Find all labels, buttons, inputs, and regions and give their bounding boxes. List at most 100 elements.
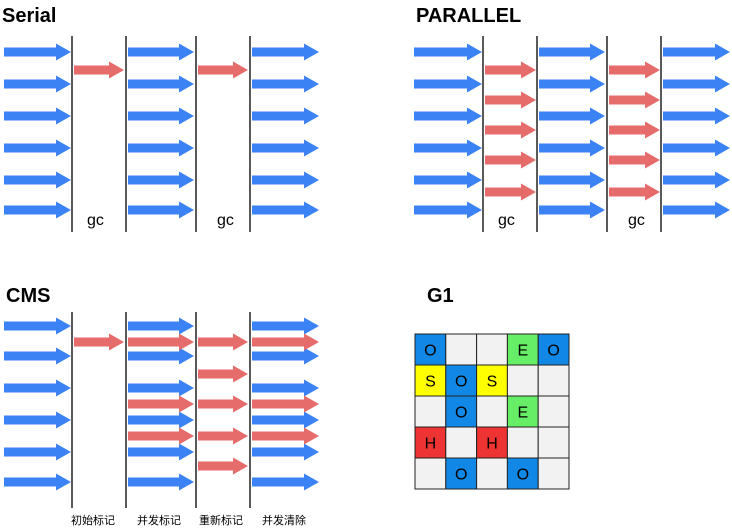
serial-app-thread-arrow-2-4	[128, 139, 194, 157]
g1-region-label-3-2: O	[455, 405, 467, 422]
cms-phase-initial-mark: 初始标记	[71, 513, 115, 527]
g1-region-3-2	[445, 395, 478, 428]
parallel-app-thread-arrow-2-6	[539, 201, 605, 219]
cms-gc-arrow-concurrent-mark-1	[128, 333, 194, 351]
g1-region-label-3-4: E	[517, 405, 528, 422]
serial-app-thread-arrow-1-4	[4, 139, 71, 157]
g1-region-1-1	[414, 333, 447, 366]
g1-region-5-2	[445, 457, 478, 490]
cms-panel	[4, 312, 319, 508]
serial-app-thread-arrow-1-6	[4, 201, 71, 219]
cms-app-arrow-concurrent-mark-2	[128, 347, 194, 365]
cms-app-arrow-before-6	[4, 473, 71, 491]
parallel-app-thread-arrow-2-4	[539, 139, 605, 157]
cms-app-arrow-concurrent-mark-4	[128, 411, 194, 429]
cms-app-arrow-before-2	[4, 347, 71, 365]
g1-region-label-5-2: O	[455, 467, 467, 484]
g1-region-2-4	[506, 364, 539, 397]
cms-gc-arrow-remark-5	[198, 457, 248, 475]
cms-gc-arrow-remark-2	[198, 365, 248, 383]
g1-region-label-4-1: H	[425, 436, 437, 453]
serial-app-thread-arrow-3-3	[252, 107, 319, 125]
serial-app-thread-arrow-2-3	[128, 107, 194, 125]
cms-app-arrow-concurrent-mark-6	[128, 473, 194, 491]
serial-gc-label-2: gc	[217, 212, 234, 229]
parallel-gc-thread-arrow-2-1	[609, 61, 660, 79]
parallel-app-thread-arrow-3-1	[663, 43, 730, 61]
g1-region-1-4	[506, 333, 539, 366]
serial-app-thread-arrow-3-5	[252, 171, 319, 189]
parallel-app-thread-arrow-1-5	[414, 171, 482, 189]
g1-region-1-2	[445, 333, 478, 366]
cms-app-arrow-concurrent-mark-3	[128, 379, 194, 397]
serial-gc-thread-arrow-2	[198, 61, 248, 79]
g1-region-3-3	[476, 395, 508, 428]
cms-app-arrow-concurrent-sweep-1	[252, 317, 319, 335]
parallel-gc-thread-arrow-1-3	[485, 121, 536, 139]
g1-region-label-2-3: S	[487, 374, 498, 391]
cms-app-arrow-concurrent-mark-1	[128, 317, 194, 335]
parallel-app-thread-arrow-1-1	[414, 43, 482, 61]
cms-gc-arrow-concurrent-mark-2	[128, 395, 194, 413]
g1-region-2-1	[414, 364, 447, 397]
cms-app-arrow-concurrent-sweep-3	[252, 379, 319, 397]
parallel-panel	[414, 36, 730, 232]
g1-region-label-1-4: E	[517, 343, 528, 360]
g1-region-label-2-1: S	[425, 374, 436, 391]
serial-app-thread-arrow-3-6	[252, 201, 319, 219]
serial-gc-label-1: gc	[87, 212, 104, 229]
parallel-title: PARALLEL	[416, 5, 521, 27]
cms-app-arrow-concurrent-sweep-5	[252, 443, 319, 461]
parallel-app-thread-arrow-2-5	[539, 171, 605, 189]
serial-panel	[4, 36, 319, 232]
cms-title: CMS	[6, 285, 50, 307]
g1-region-4-5	[537, 426, 570, 459]
cms-app-arrow-concurrent-sweep-2	[252, 347, 319, 365]
cms-app-arrow-concurrent-sweep-4	[252, 411, 319, 429]
parallel-app-thread-arrow-3-2	[663, 75, 730, 93]
parallel-gc-thread-arrow-1-4	[485, 151, 536, 169]
parallel-app-thread-arrow-1-3	[414, 107, 482, 125]
cms-app-arrow-before-3	[4, 379, 71, 397]
serial-app-thread-arrow-2-6	[128, 201, 194, 219]
parallel-app-thread-arrow-2-2	[539, 75, 605, 93]
g1-region-3-1	[414, 395, 447, 428]
parallel-app-thread-arrow-2-1	[539, 43, 605, 61]
serial-gc-thread-arrow-1	[74, 61, 124, 79]
parallel-gc-label-1: gc	[498, 212, 515, 229]
g1-region-label-2-2: O	[455, 374, 467, 391]
cms-gc-arrow-concurrent-mark-3	[128, 427, 194, 445]
g1-region-label-1-5: O	[547, 343, 559, 360]
parallel-gc-thread-arrow-2-5	[609, 183, 660, 201]
g1-region-label-5-4: O	[517, 467, 529, 484]
cms-gc-arrow-initial-mark	[74, 333, 124, 351]
parallel-app-thread-arrow-3-3	[663, 107, 730, 125]
cms-phase-concurrent-mark: 并发标记	[137, 513, 181, 527]
cms-app-arrow-before-4	[4, 411, 71, 429]
cms-phase-concurrent-sweep: 并发清除	[262, 513, 306, 527]
serial-app-thread-arrow-1-3	[4, 107, 71, 125]
cms-app-arrow-before-1	[4, 317, 71, 335]
parallel-app-thread-arrow-3-6	[663, 201, 730, 219]
serial-app-thread-arrow-2-1	[128, 43, 194, 61]
serial-app-thread-arrow-1-1	[4, 43, 71, 61]
parallel-gc-thread-arrow-2-4	[609, 151, 660, 169]
parallel-gc-thread-arrow-1-2	[485, 91, 536, 109]
g1-region-4-4	[506, 426, 539, 459]
g1-region-2-5	[537, 364, 570, 397]
g1-region-label-4-3: H	[486, 436, 498, 453]
parallel-gc-thread-arrow-2-3	[609, 121, 660, 139]
parallel-app-thread-arrow-2-3	[539, 107, 605, 125]
serial-app-thread-arrow-1-5	[4, 171, 71, 189]
g1-region-3-5	[537, 395, 570, 428]
cms-gc-arrow-remark-4	[198, 427, 248, 445]
serial-app-thread-arrow-2-2	[128, 75, 194, 93]
cms-gc-arrow-concurrent-sweep-3	[252, 427, 319, 445]
parallel-gc-thread-arrow-1-1	[485, 61, 536, 79]
parallel-gc-thread-arrow-2-2	[609, 91, 660, 109]
g1-region-5-5	[537, 457, 570, 490]
parallel-app-thread-arrow-1-6	[414, 201, 482, 219]
cms-phase-remark: 重新标记	[199, 513, 243, 527]
g1-region-4-1	[414, 426, 447, 459]
